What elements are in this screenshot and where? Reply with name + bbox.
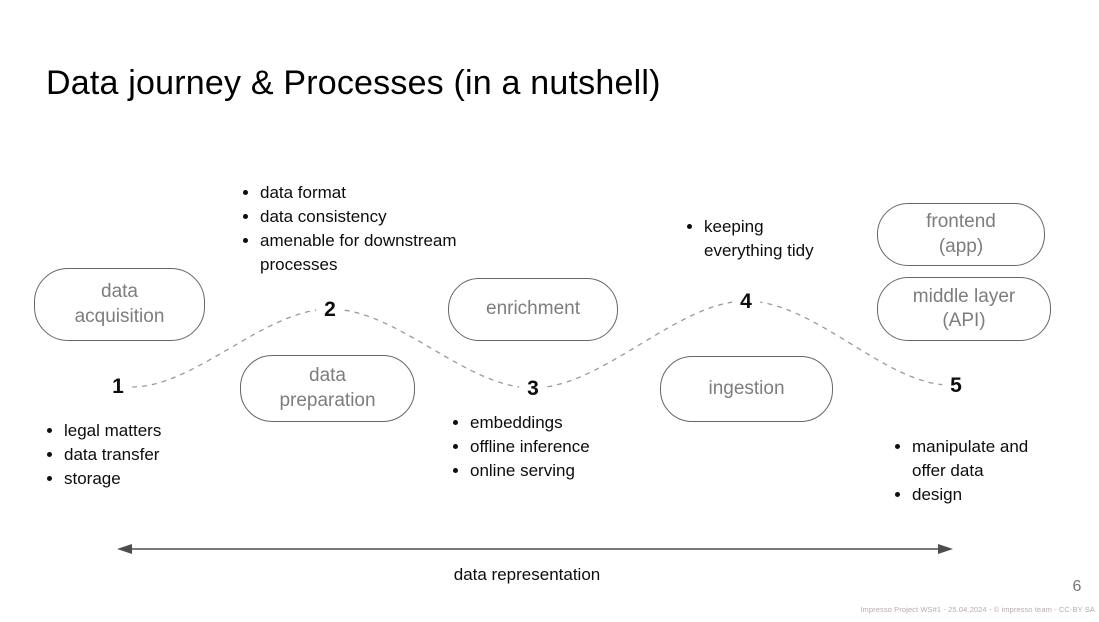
bullet-list-step-1: legal mattersdata transferstorage bbox=[42, 419, 242, 491]
stage-label-line: data bbox=[309, 365, 346, 387]
stage-box-frontend-app: frontend(app) bbox=[877, 203, 1045, 266]
page-number: 6 bbox=[1072, 578, 1082, 595]
slide-title: Data journey & Processes (in a nutshell) bbox=[46, 64, 661, 102]
arrowhead-right-icon bbox=[938, 544, 953, 554]
bullet-item: manipulate and offer data bbox=[912, 435, 1038, 483]
bullet-list-step-3: embeddingsoffline inferenceonline servin… bbox=[448, 411, 668, 483]
bullet-item: online serving bbox=[470, 459, 668, 483]
bullet-item: data transfer bbox=[64, 443, 242, 467]
stage-label-line: (app) bbox=[938, 235, 984, 257]
bullet-list-step-4: keeping everything tidy bbox=[682, 215, 822, 263]
stage-label-line: acquisition bbox=[74, 305, 165, 327]
footer-credits: Impresso Project WS#1 - 25.04.2024 - © i… bbox=[860, 605, 1095, 614]
bullet-item: amenable for downstream processes bbox=[260, 229, 493, 277]
bullet-item: offline inference bbox=[470, 435, 668, 459]
stage-label-line: preparation bbox=[279, 389, 376, 411]
stage-box-enrichment: enrichment bbox=[448, 278, 618, 341]
step-number-1: 1 bbox=[104, 375, 132, 399]
bullet-item: design bbox=[912, 483, 1038, 507]
step-number-5: 5 bbox=[942, 374, 970, 398]
stage-label-line: enrichment bbox=[486, 298, 580, 320]
step-number-3: 3 bbox=[519, 377, 547, 401]
stage-label-line: frontend bbox=[926, 211, 996, 233]
step-number-4: 4 bbox=[732, 290, 760, 314]
stage-label-line: (API) bbox=[942, 310, 986, 331]
bullet-list-step-2: data formatdata consistencyamenable for … bbox=[238, 181, 493, 277]
process-curve bbox=[131, 300, 951, 389]
stage-label-line: middle layer bbox=[912, 285, 1016, 307]
bullet-list-step-5: manipulate and offer datadesign bbox=[890, 435, 1038, 507]
bullet-item: legal matters bbox=[64, 419, 242, 443]
stage-box-ingestion: ingestion bbox=[660, 356, 833, 422]
bullet-item: keeping everything tidy bbox=[704, 215, 822, 263]
arrowhead-left-icon bbox=[117, 544, 132, 554]
bullet-item: data consistency bbox=[260, 205, 493, 229]
stage-label-line: data bbox=[101, 281, 138, 303]
bullet-item: embeddings bbox=[470, 411, 668, 435]
bullet-item: storage bbox=[64, 467, 242, 491]
stage-label-line: ingestion bbox=[708, 377, 785, 399]
step-number-2: 2 bbox=[316, 298, 344, 322]
axis-label-data-representation: data representation bbox=[453, 565, 601, 584]
stage-box-middle-layer-api: middle layer (API) bbox=[877, 277, 1051, 341]
bullet-item: data format bbox=[260, 181, 493, 205]
